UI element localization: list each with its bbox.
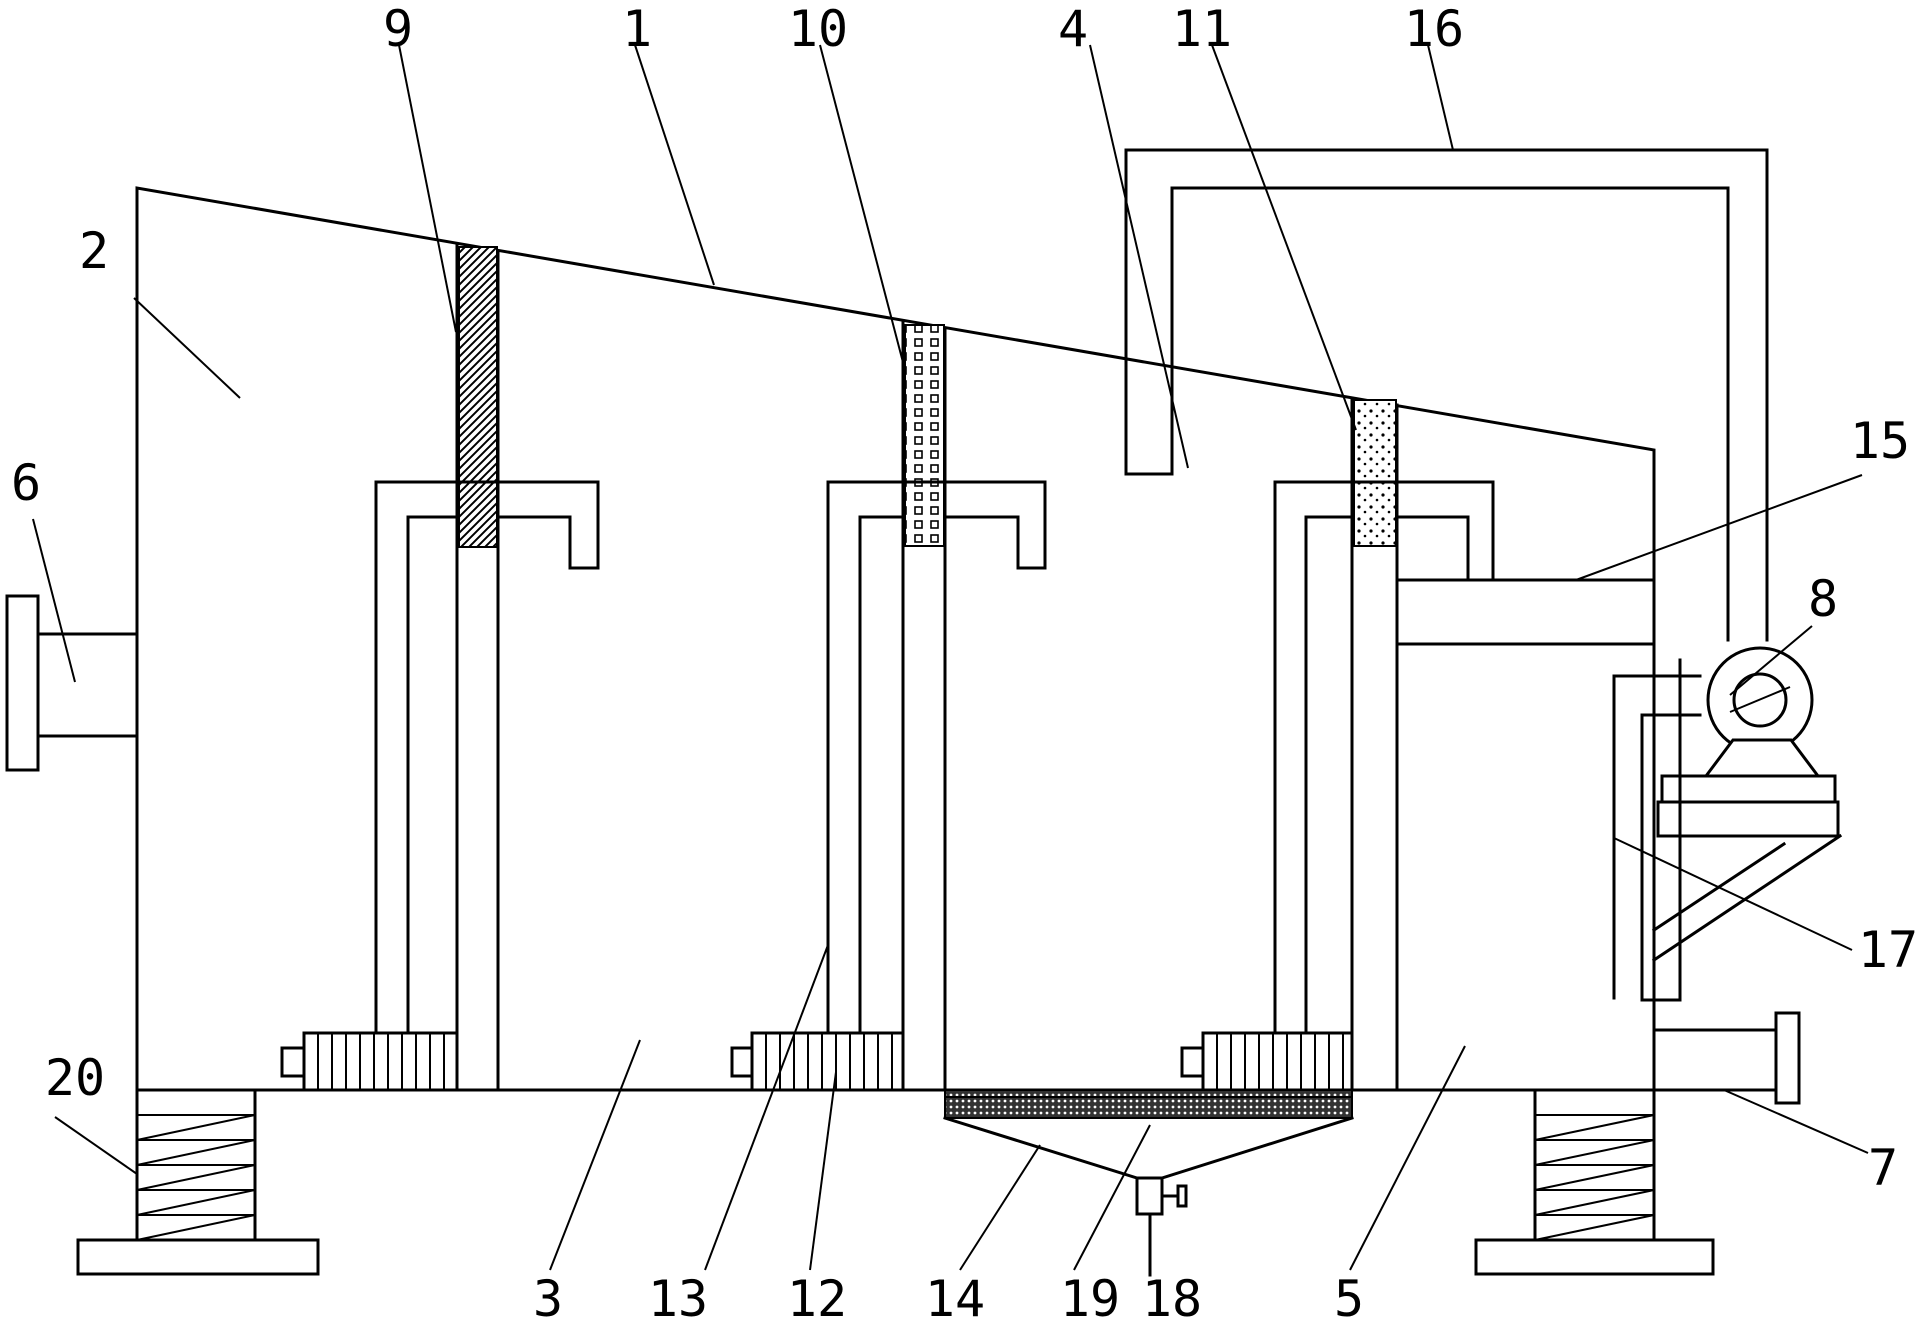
outlet-pipe [1652, 1011, 1801, 1105]
label-1: 1 [622, 0, 652, 58]
label-7: 7 [1868, 1139, 1898, 1197]
return-pipe-16 [1124, 148, 1769, 642]
pump-8 [1656, 646, 1840, 838]
filter-screen-10 [904, 324, 945, 547]
bracket-17 [1612, 658, 1843, 1002]
motor-gear-1 [280, 1031, 459, 1092]
platform-15 [1395, 578, 1656, 646]
label-9: 9 [383, 0, 413, 58]
partition-3 [1350, 396, 1399, 1092]
label-12: 12 [787, 1270, 847, 1321]
label-2: 2 [79, 222, 109, 280]
inlet-pipe [5, 594, 139, 772]
label-15: 15 [1850, 412, 1910, 470]
tank-body [135, 186, 1656, 1092]
label-13: 13 [648, 1270, 708, 1321]
label-3: 3 [533, 1270, 563, 1321]
label-20: 20 [45, 1049, 105, 1107]
label-4: 4 [1058, 0, 1088, 58]
hook-channel-1 [374, 480, 600, 1035]
motor-gear-2 [730, 1031, 905, 1092]
label-10: 10 [788, 0, 848, 58]
part-labels: 9 1 10 4 11 16 2 15 6 8 17 20 7 3 13 12 … [11, 0, 1918, 1321]
label-19: 19 [1060, 1270, 1120, 1321]
filter-screen-11 [1353, 399, 1397, 547]
drain-valve-18 [1135, 1176, 1188, 1277]
right-support-leg [1474, 1088, 1715, 1276]
leader-lines [32, 44, 1869, 1271]
partition-2 [901, 320, 947, 1092]
label-14: 14 [925, 1270, 985, 1321]
partition-1 [455, 243, 500, 1092]
label-11: 11 [1172, 0, 1232, 58]
motor-gear-3 [1180, 1031, 1354, 1092]
filter-screen-9 [458, 246, 498, 548]
filter-plate-19 [944, 1089, 1353, 1119]
hook-channel-3 [1273, 480, 1495, 1035]
label-16: 16 [1404, 0, 1464, 58]
label-18: 18 [1142, 1270, 1202, 1321]
label-6: 6 [11, 454, 41, 512]
hook-channel-2 [826, 480, 1047, 1035]
label-5: 5 [1334, 1270, 1364, 1321]
left-support-leg [76, 1088, 320, 1276]
label-8: 8 [1808, 570, 1838, 628]
label-17: 17 [1858, 921, 1918, 979]
